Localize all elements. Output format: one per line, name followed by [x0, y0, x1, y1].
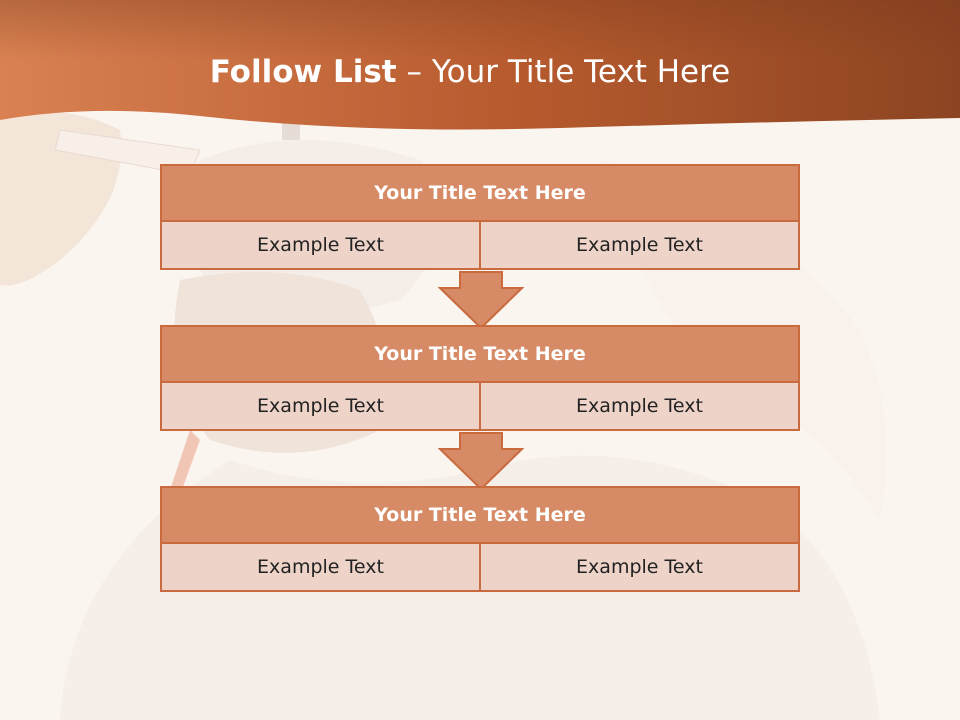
step-heading: Your Title Text Here [160, 486, 800, 544]
step-row: Example Text Example Text [160, 220, 800, 270]
step-box-1: Your Title Text Here Example Text Exampl… [160, 164, 800, 270]
step-row: Example Text Example Text [160, 542, 800, 592]
step-cell-right: Example Text [479, 220, 800, 270]
step-cell-right: Example Text [479, 381, 800, 431]
slide-title: Follow List – Your Title Text Here [0, 54, 940, 90]
down-arrow-icon [438, 432, 524, 491]
step-cell-left: Example Text [160, 220, 481, 270]
step-cell-right: Example Text [479, 542, 800, 592]
title-rest: – Your Title Text Here [396, 54, 731, 90]
step-cell-left: Example Text [160, 542, 481, 592]
title-bold: Follow List [209, 54, 397, 90]
down-arrow-icon [438, 271, 524, 330]
step-heading: Your Title Text Here [160, 164, 800, 222]
step-row: Example Text Example Text [160, 381, 800, 431]
step-box-2: Your Title Text Here Example Text Exampl… [160, 325, 800, 431]
step-cell-left: Example Text [160, 381, 481, 431]
title-banner [0, 0, 960, 130]
step-heading: Your Title Text Here [160, 325, 800, 383]
step-box-3: Your Title Text Here Example Text Exampl… [160, 486, 800, 592]
